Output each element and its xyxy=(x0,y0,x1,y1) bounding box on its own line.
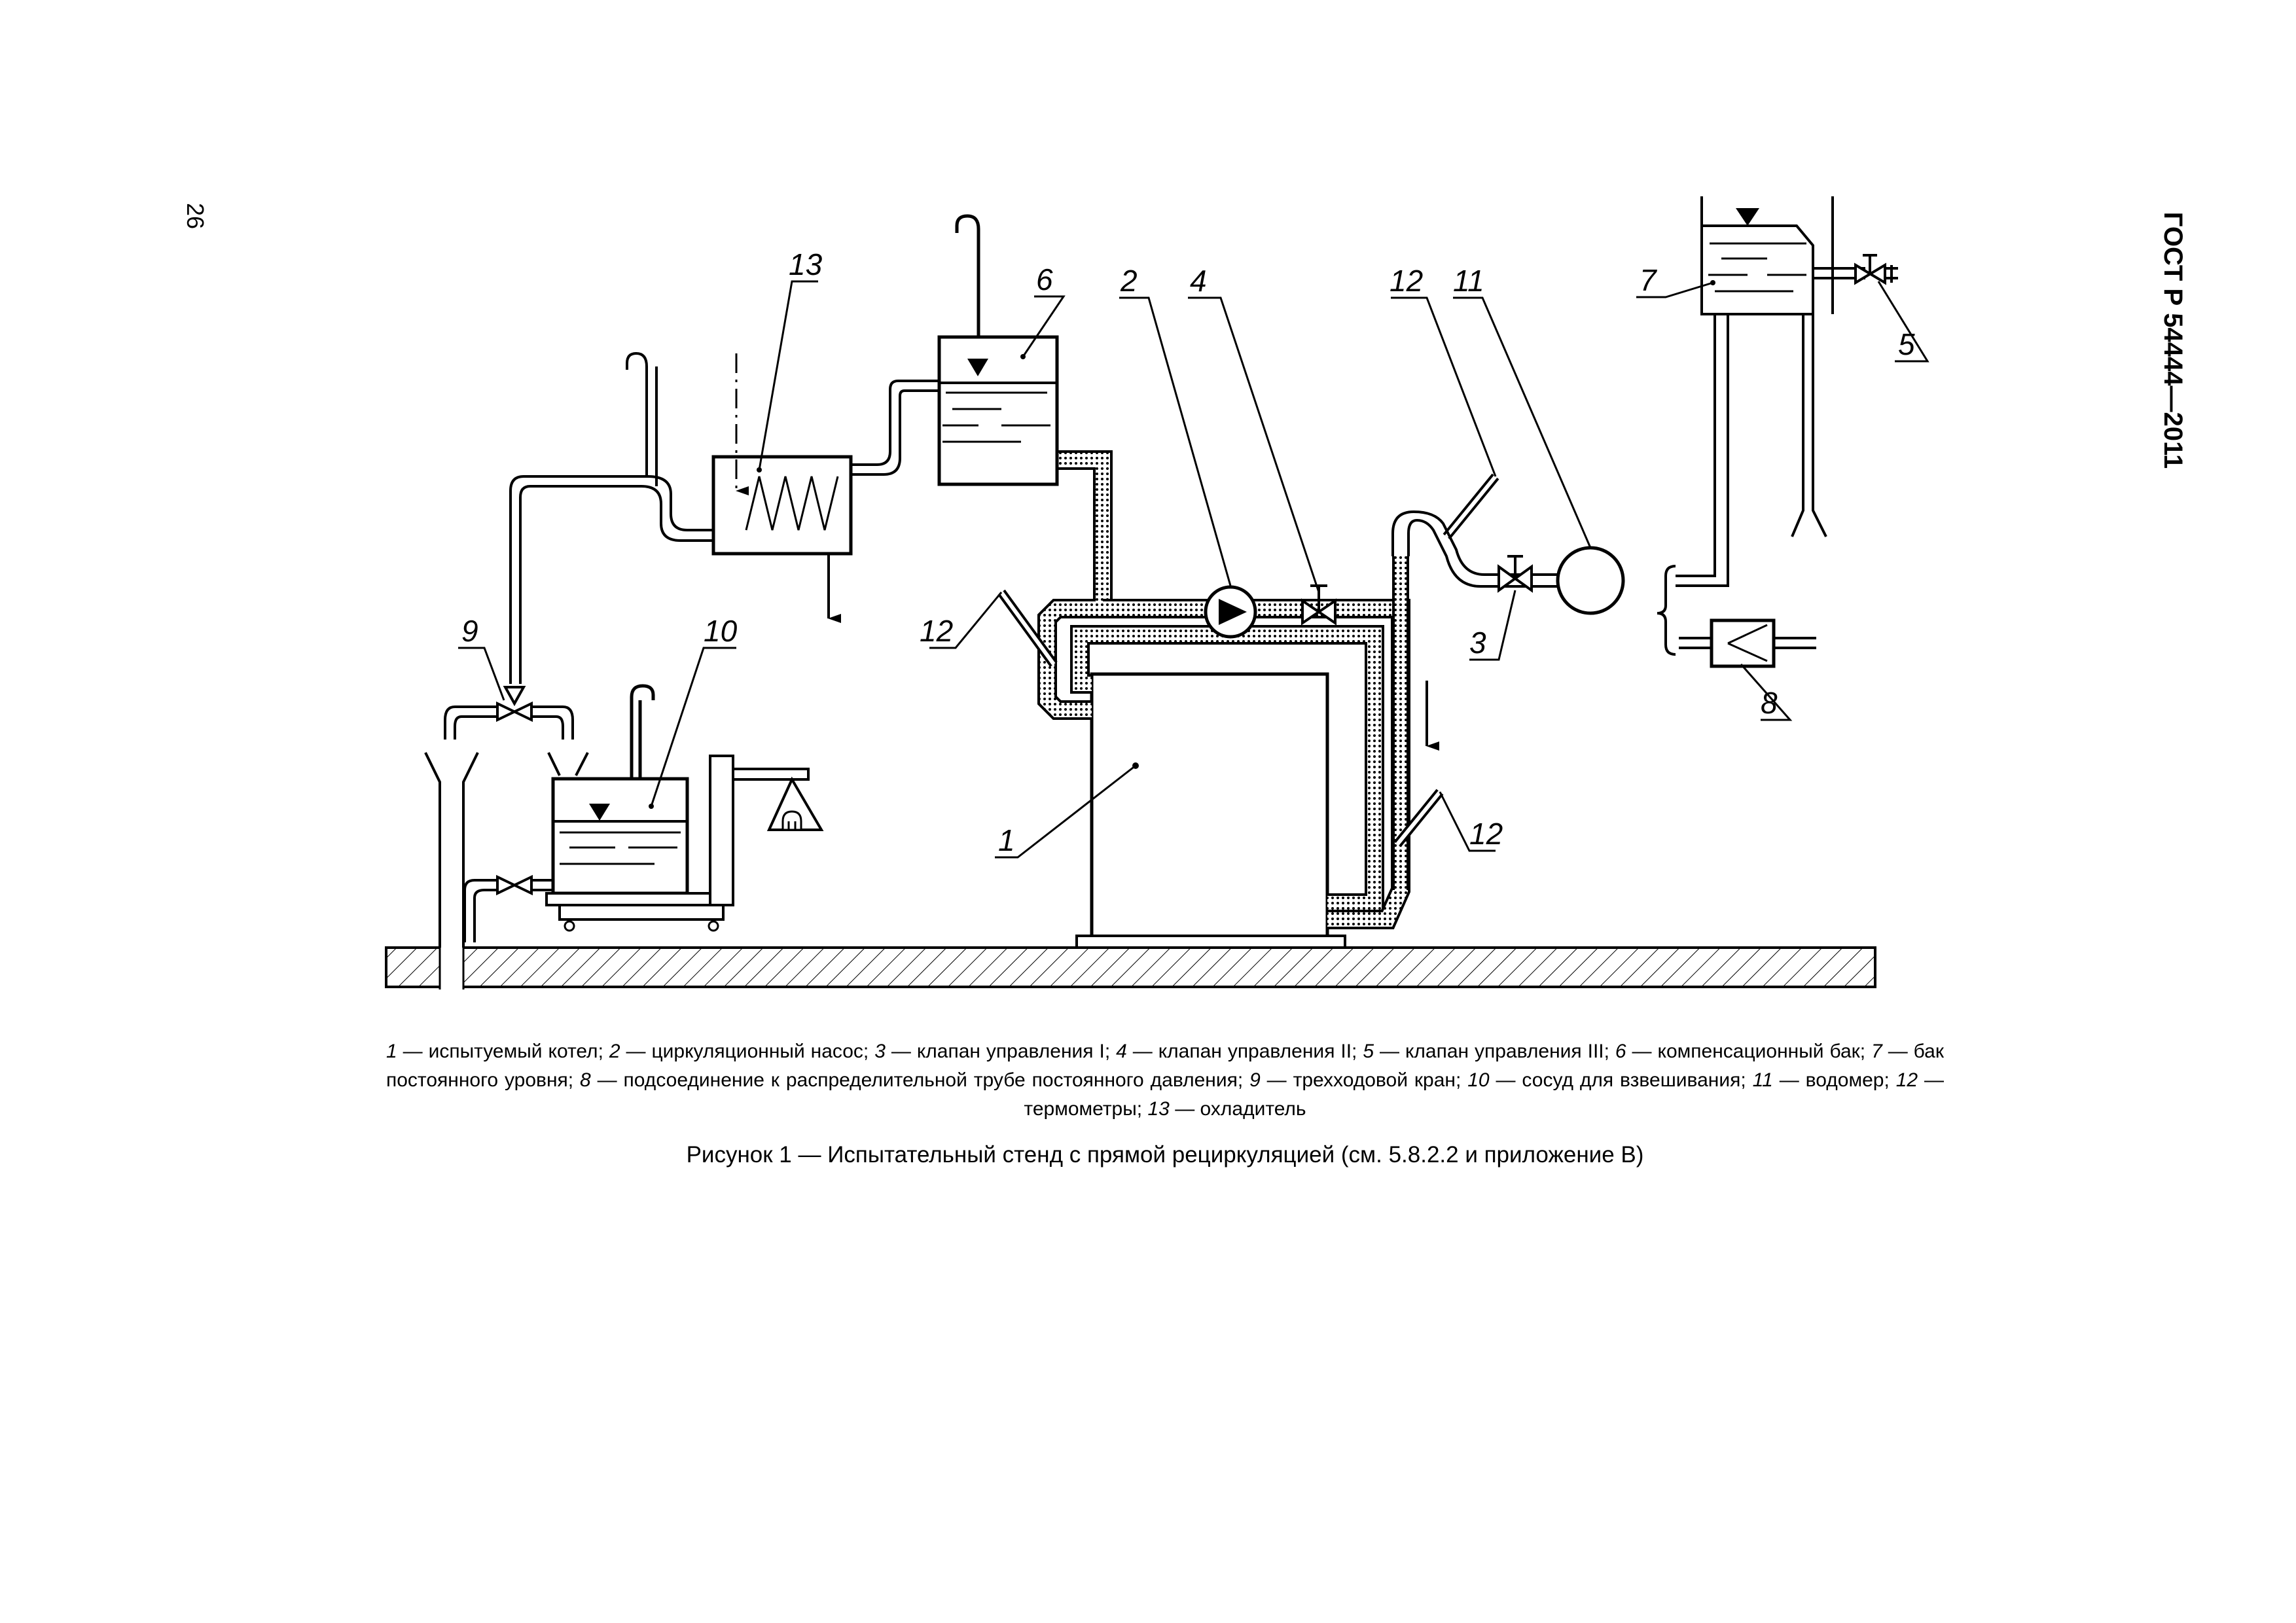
label-6: 6 xyxy=(1036,262,1053,296)
figure-caption: Рисунок 1 — Испытательный стенд с прямой… xyxy=(686,1142,1644,1168)
legend-text: — испытуемый котел; xyxy=(397,1041,609,1062)
label-11: 11 xyxy=(1453,264,1484,298)
label-1: 1 xyxy=(998,823,1015,857)
circulation-pump xyxy=(1204,585,1257,639)
legend-number: 3 xyxy=(874,1041,886,1062)
constant-level-tank xyxy=(1676,196,1865,587)
legend-number: 5 xyxy=(1363,1041,1374,1062)
legend-text: — клапан управления II; xyxy=(1126,1041,1363,1062)
pipe-tank-cooler xyxy=(851,380,939,466)
label-12-right: 12 xyxy=(1469,817,1503,851)
three-way-cock xyxy=(444,686,574,740)
label-7: 7 xyxy=(1640,263,1657,297)
label-12-upper: 12 xyxy=(1390,264,1423,298)
label-10: 10 xyxy=(704,614,738,648)
cooler xyxy=(711,353,853,623)
legend-number: 9 xyxy=(1249,1069,1261,1091)
legend-number: 4 xyxy=(1116,1041,1127,1062)
label-8: 8 xyxy=(1761,686,1778,720)
label-2: 2 xyxy=(1120,264,1138,298)
legend-text: — клапан управления I; xyxy=(885,1041,1117,1062)
legend-text: — компенсационный бак; xyxy=(1626,1041,1872,1062)
legend-text: — охладитель xyxy=(1169,1098,1306,1120)
legend-number: 1 xyxy=(386,1041,397,1062)
label-3: 3 xyxy=(1469,626,1486,660)
legend-number: 12 xyxy=(1895,1069,1918,1091)
legend-number: 10 xyxy=(1467,1069,1490,1091)
drain-funnel xyxy=(424,752,479,948)
compensating-tank xyxy=(937,214,1059,486)
outlet-pipe xyxy=(1391,510,1571,588)
legend-number: 6 xyxy=(1615,1041,1626,1062)
legend-text: — водомер; xyxy=(1772,1069,1896,1091)
water-meter xyxy=(1556,546,1625,615)
label-5: 5 xyxy=(1898,327,1915,361)
lower-inlet-pipe xyxy=(463,874,553,942)
legend-text: — клапан управления III; xyxy=(1374,1041,1615,1062)
legend-text: — подсоединение к распределительной труб… xyxy=(590,1069,1250,1091)
pipe-cooler-to-cock xyxy=(509,351,713,684)
legend-text: — сосуд для взвешивания; xyxy=(1489,1069,1753,1091)
legend-number: 8 xyxy=(580,1069,591,1091)
legend-number: 11 xyxy=(1752,1069,1773,1091)
legend-text: — циркуляционный насос; xyxy=(620,1041,875,1062)
legend-number: 13 xyxy=(1147,1098,1170,1120)
legend-text: — бак постоянного уровня; xyxy=(386,1041,1944,1091)
legend-text: — трехходовой кран; xyxy=(1260,1069,1468,1091)
control-valve-iii xyxy=(1854,254,1898,285)
floor xyxy=(385,945,1876,990)
boiler xyxy=(1075,672,1346,949)
legend-number: 2 xyxy=(609,1041,620,1062)
label-9: 9 xyxy=(461,614,478,648)
thermometer-left xyxy=(997,589,1058,668)
brace xyxy=(1657,565,1676,656)
figure-legend: 1 — испытуемый котел; 2 — циркуляционный… xyxy=(386,1037,1944,1124)
distribution-pipe-connection xyxy=(1679,618,1816,668)
legend-text: — термометры; xyxy=(1024,1069,1944,1120)
control-valve-i xyxy=(1498,555,1533,593)
leader-lines xyxy=(458,280,1929,859)
label-4: 4 xyxy=(1190,264,1207,298)
legend-number: 7 xyxy=(1871,1041,1882,1062)
label-13: 13 xyxy=(789,247,823,281)
weighing-vessel xyxy=(545,684,824,932)
thermometer-upper xyxy=(1443,473,1499,540)
label-12-left: 12 xyxy=(920,614,953,648)
thermometer-right-lower xyxy=(1393,789,1444,847)
